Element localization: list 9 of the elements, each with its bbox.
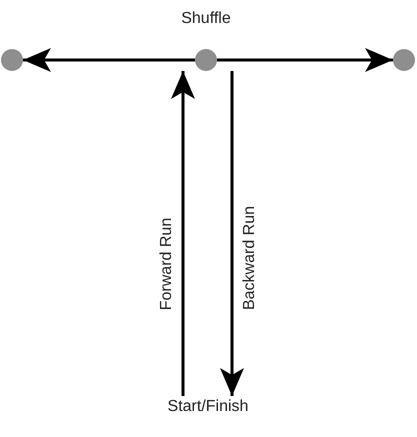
marker-dot: [393, 49, 415, 71]
arrow: [171, 71, 195, 396]
station-label: Start/Finish: [168, 398, 248, 416]
arrow: [220, 71, 244, 396]
marker-dot: [195, 49, 217, 71]
arrow: [23, 48, 195, 72]
arrow: [217, 48, 393, 72]
drill-label: Shuffle: [181, 10, 231, 28]
marker-dot: [1, 49, 23, 71]
